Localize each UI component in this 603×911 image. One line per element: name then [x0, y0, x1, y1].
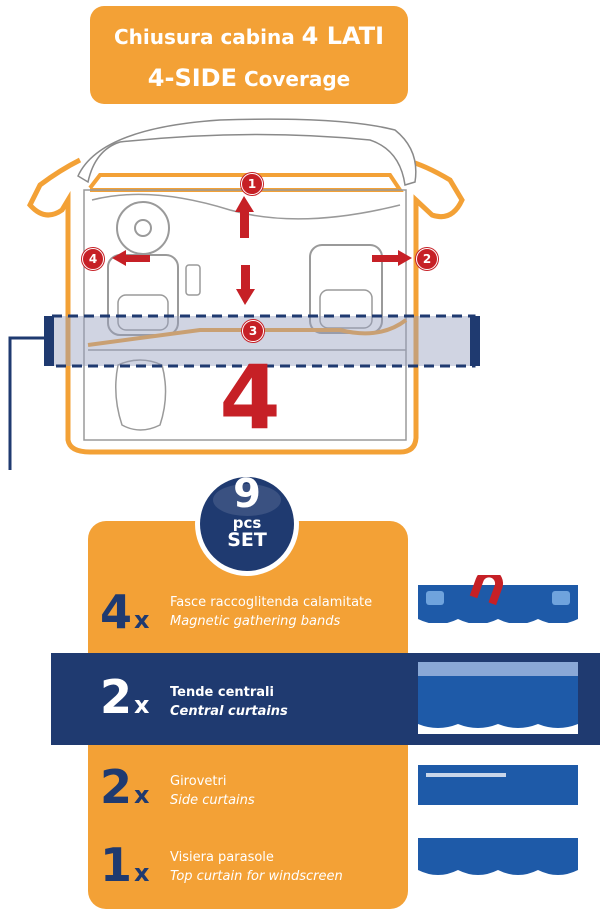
title-line-1-prefix: Chiusura cabina — [113, 25, 295, 49]
item-1-italian: Fasce raccoglitenda calamitate — [170, 595, 373, 610]
steering-wheel — [116, 201, 170, 255]
badge-number: 9 — [233, 471, 261, 517]
magnetic-bands-thumb — [418, 575, 578, 627]
item-4-count: 1x — [100, 838, 150, 892]
arrow-down — [236, 265, 255, 305]
arrow-right — [372, 250, 412, 266]
dashboard-line — [91, 193, 401, 220]
badge-circle — [195, 472, 299, 576]
windscreen-curtain-thumb — [418, 838, 578, 890]
item-1-count: 4x — [100, 585, 150, 639]
big-side-count: 4 — [219, 346, 281, 449]
item-1-english: Magnetic gathering bands — [170, 614, 341, 629]
item-2-english: Central curtains — [170, 704, 288, 719]
arrow-up — [235, 196, 254, 238]
side-curtains-thumb — [418, 765, 578, 813]
item-2-italian: Tende centrali — [170, 685, 274, 700]
band-left-cap — [44, 316, 54, 366]
item-3-italian: Girovetri — [170, 774, 227, 789]
item-2-label: Tende centrali Central curtains — [170, 683, 288, 721]
marker-1: 1 — [241, 173, 263, 195]
marker-2: 2 — [416, 248, 438, 270]
title-box: Chiusura cabina 4 LATI 4-SIDE Coverage — [90, 6, 408, 104]
item-2-count: 2x — [100, 670, 150, 724]
central-curtain-line — [87, 318, 408, 347]
central-curtains-thumb — [418, 662, 578, 734]
arrow-left — [112, 250, 150, 266]
item-3-count: 2x — [100, 760, 150, 814]
windscreen — [77, 118, 417, 186]
item-3-label: Girovetri Side curtains — [170, 772, 255, 810]
badge-text: 9 pcs SET — [193, 472, 301, 550]
item-4-label: Visiera parasole Top curtain for windscr… — [170, 848, 343, 886]
title-line-2-emph: 4-SIDE — [147, 64, 237, 92]
gear-lever — [185, 264, 201, 296]
magnet-icon — [469, 575, 504, 606]
band-right-cap — [470, 316, 480, 366]
marker-4: 4 — [82, 248, 104, 270]
title-line-2: 4-SIDE Coverage — [90, 64, 408, 92]
title-line-2-suffix: Coverage — [243, 67, 351, 91]
connector-line — [8, 336, 50, 470]
item-4-english: Top curtain for windscreen — [170, 869, 343, 884]
title-line-1-emph: 4 LATI — [301, 22, 385, 50]
badge-pcs: pcs — [232, 514, 262, 532]
cushion — [115, 359, 167, 431]
item-1-label: Fasce raccoglitenda calamitate Magnetic … — [170, 593, 372, 631]
direction-arrows — [112, 196, 412, 305]
cabin-orange-outline — [27, 157, 465, 455]
item-4-italian: Visiera parasole — [170, 850, 274, 865]
title-line-1: Chiusura cabina 4 LATI — [90, 22, 408, 50]
item-3-english: Side curtains — [170, 793, 255, 808]
marker-3: 3 — [242, 320, 264, 342]
cabin-diagram — [8, 118, 480, 470]
badge-set: SET — [227, 529, 267, 551]
